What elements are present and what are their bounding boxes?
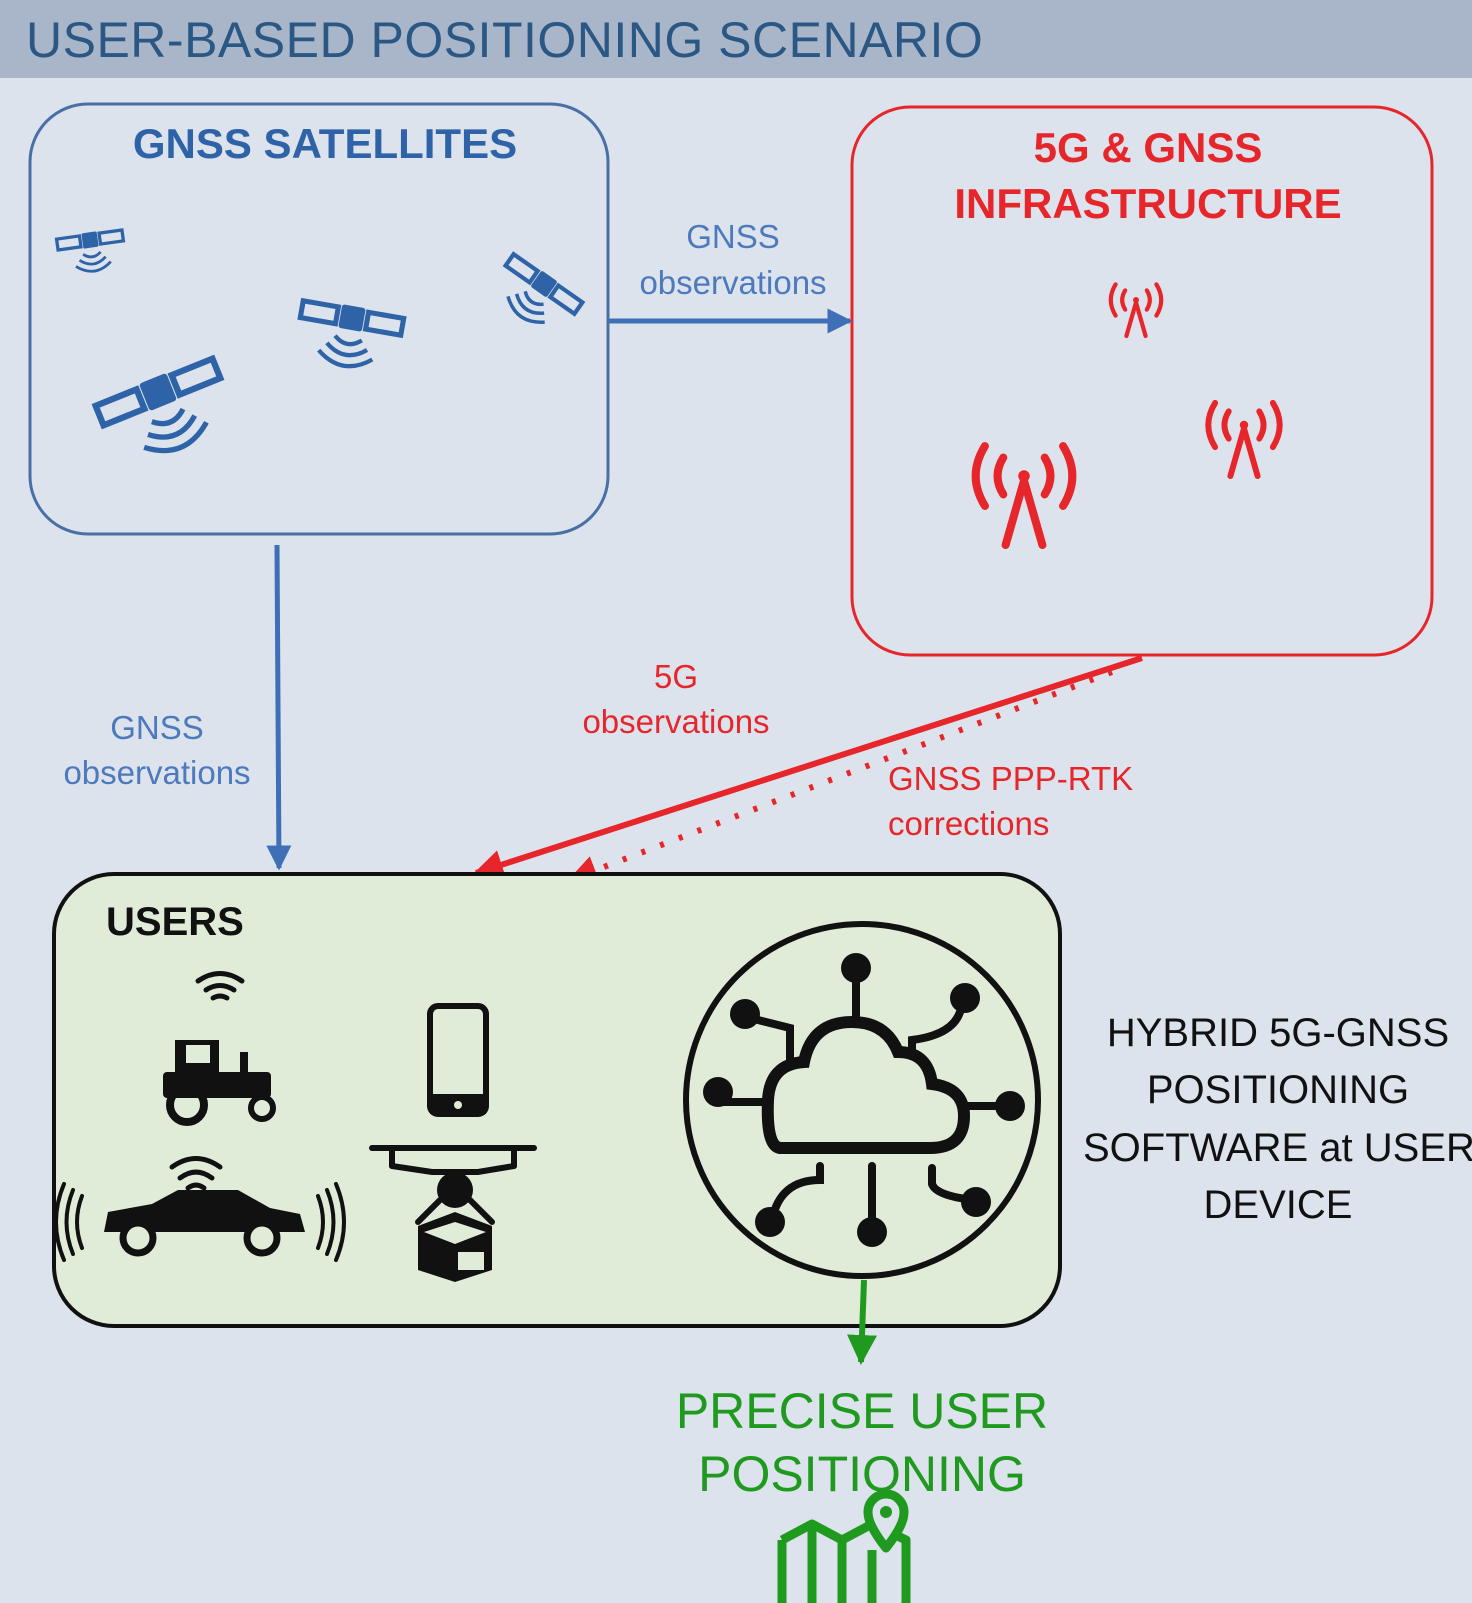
arrow-label: GNSS	[686, 218, 780, 255]
hybrid-label-line: POSITIONING	[1147, 1068, 1409, 1112]
arrow-gnss-to-infra: GNSS observations	[609, 218, 853, 334]
hybrid-label-line: HYBRID 5G-GNSS	[1107, 1011, 1449, 1055]
arrow-label: 5G	[654, 658, 698, 695]
satellite-icon	[487, 252, 584, 341]
output-label-line1: PRECISE USER	[676, 1383, 1048, 1439]
infra-title-line2: INFRASTRUCTURE	[954, 180, 1341, 227]
header-bar: USER-BASED POSITIONING SCENARIO	[0, 0, 1472, 78]
precise-positioning-output: PRECISE USER POSITIONING	[676, 1383, 1048, 1603]
antenna-tower-icon	[1208, 403, 1279, 476]
arrow-label: GNSS	[110, 709, 204, 746]
car-icon	[54, 1156, 346, 1262]
tractor-icon	[163, 971, 276, 1126]
output-label-line2: POSITIONING	[698, 1446, 1026, 1502]
arrow-label: observations	[582, 703, 769, 740]
satellite-icon	[293, 297, 404, 374]
cloud-network-icon	[683, 921, 1041, 1279]
gnss-box-title: GNSS SATELLITES	[133, 120, 517, 167]
satellite-icon	[54, 226, 129, 278]
infrastructure-box: 5G & GNSS INFRASTRUCTURE	[850, 105, 1434, 657]
users-box: USERS	[52, 872, 1062, 1328]
arrow-label: observations	[639, 264, 826, 301]
drone-delivery-icon	[369, 1145, 537, 1282]
arrow-ppp-rtk-corrections: GNSS PPP-RTK corrections	[567, 669, 1133, 885]
arrow-label: corrections	[888, 805, 1049, 842]
smartphone-icon	[427, 1003, 489, 1117]
hybrid-software-label: HYBRID 5G-GNSS POSITIONING SOFTWARE at U…	[1083, 1011, 1472, 1227]
antenna-tower-icon	[1111, 284, 1161, 336]
arrow-label: GNSS PPP-RTK	[888, 760, 1133, 797]
infra-title-line1: 5G & GNSS	[1034, 124, 1263, 171]
arrow-gnss-to-users: GNSS observations	[63, 544, 292, 871]
hybrid-label-line: DEVICE	[1204, 1183, 1353, 1227]
satellite-icon	[94, 355, 239, 471]
hybrid-label-line: SOFTWARE at USER	[1083, 1126, 1472, 1170]
users-box-title: USERS	[106, 900, 244, 944]
antenna-tower-icon	[976, 446, 1073, 545]
map-pin-icon	[777, 1489, 911, 1603]
arrow-to-precise-positioning	[846, 1279, 877, 1365]
arrow-label: observations	[63, 754, 250, 791]
gnss-satellites-box: GNSS SATELLITES	[28, 102, 610, 536]
page-title: USER-BASED POSITIONING SCENARIO	[26, 12, 984, 68]
arrow-5g-to-users: 5G observations	[473, 655, 1143, 879]
